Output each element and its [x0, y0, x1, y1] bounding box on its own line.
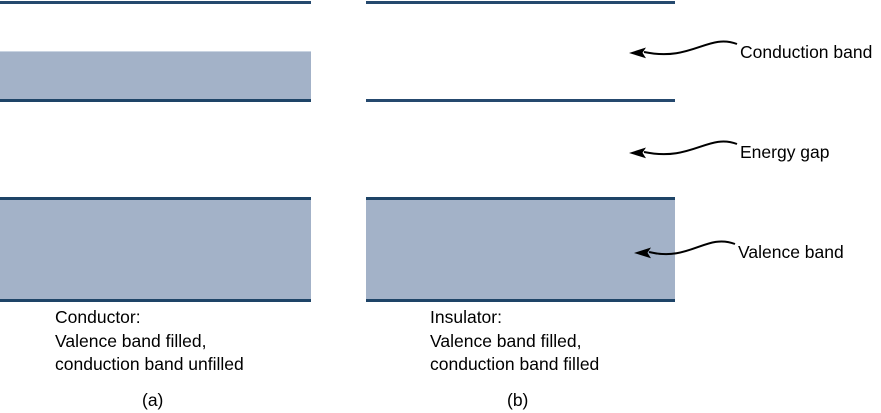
energy-gap-arrow-icon [629, 140, 738, 159]
insulator-caption-line-3: conduction band filled [430, 354, 600, 374]
panel-label-b: (b) [507, 390, 529, 410]
conductor-valence-band [0, 197, 311, 302]
conductor-caption-line-3: conduction band unfilled [55, 354, 244, 374]
annotation-conduction-band: Conduction band [740, 42, 873, 62]
annotation-energy-gap: Energy gap [740, 142, 830, 162]
insulator-caption-line-2: Valence band filled, [430, 330, 582, 351]
annotation-valence-band: Valence band [738, 242, 844, 262]
conductor-conduction-band-filled-region [0, 51, 311, 102]
insulator-conduction-band-top-line [366, 1, 675, 4]
conductor-caption-line-2: Valence band filled, [55, 330, 207, 351]
conductor-conduction-band-top-line [0, 1, 311, 4]
insulator-valence-band [366, 197, 675, 302]
conductor-caption: Conductor: Valence band filled, conducti… [55, 306, 244, 377]
conduction-band-arrow-icon [629, 40, 738, 59]
panel-label-a: (a) [142, 390, 164, 410]
insulator-caption-line-1: Insulator: [430, 307, 502, 327]
conductor-caption-line-1: Conductor: [55, 307, 141, 327]
insulator-caption: Insulator: Valence band filled, conducti… [430, 306, 599, 377]
insulator-conduction-band-bottom-line [366, 99, 675, 102]
